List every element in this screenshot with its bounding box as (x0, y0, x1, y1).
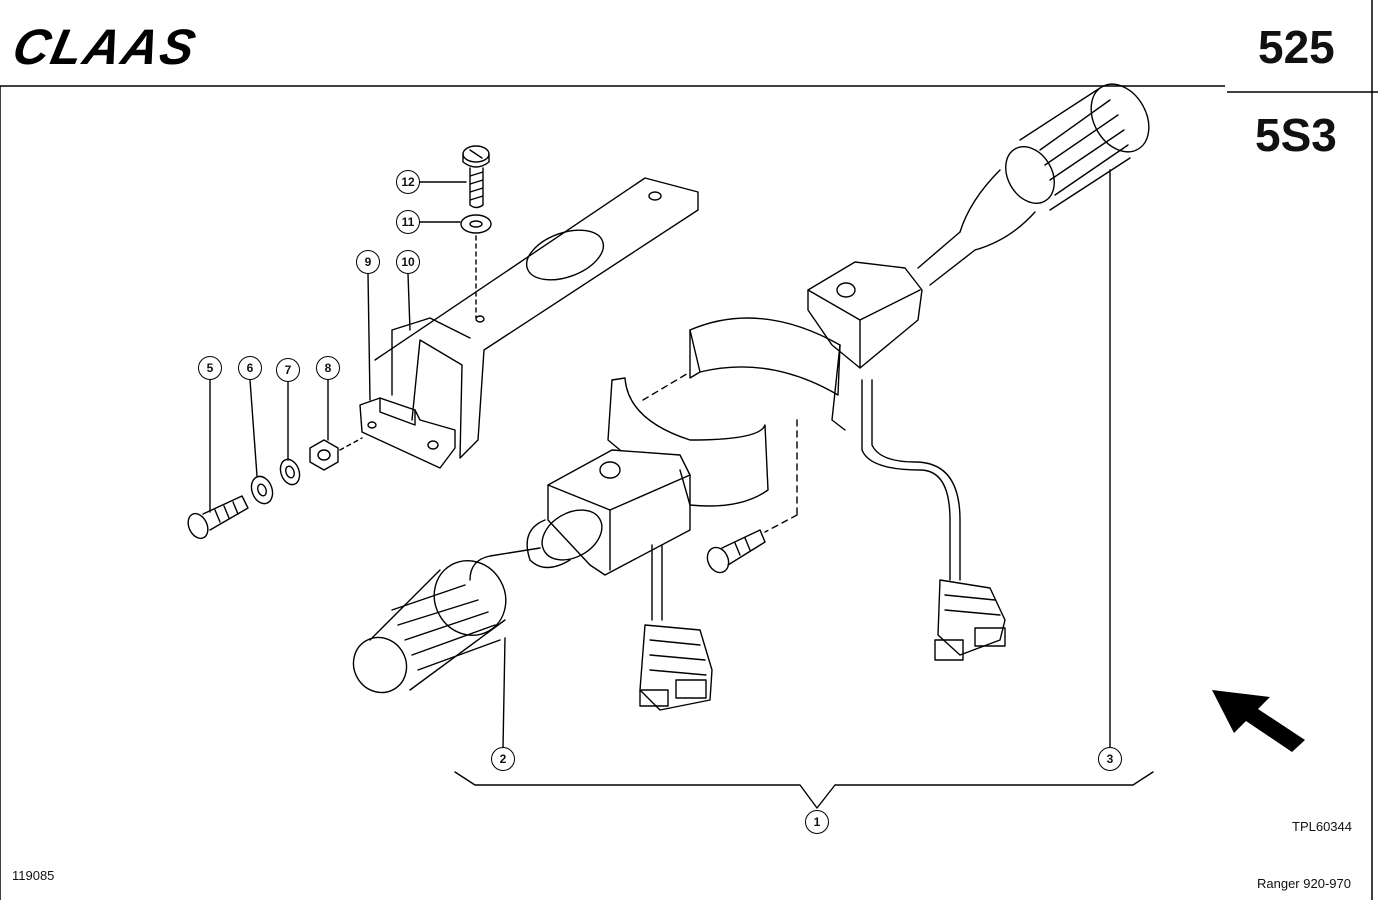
center-screw (706, 529, 766, 574)
bracket-plate (359, 177, 699, 469)
brand-logo: CLAAS (8, 19, 203, 75)
section-code: 525 (1258, 21, 1335, 73)
callout-8: 8 (316, 356, 340, 380)
left-switch-body (352, 377, 769, 694)
screw-12 (462, 145, 490, 209)
callout-2: 2 (491, 747, 515, 771)
callout-11: 11 (396, 210, 420, 234)
screw-5 (187, 495, 249, 540)
drawing-ref: TPL60344 (1292, 819, 1352, 834)
right-switch-body (689, 83, 1150, 431)
callout-12: 12 (396, 170, 420, 194)
callout-6: 6 (238, 356, 262, 380)
callout-5: 5 (198, 356, 222, 380)
model-range: Ranger 920-970 (1257, 876, 1351, 891)
callout-10: 10 (396, 250, 420, 274)
left-connector (639, 544, 713, 711)
callout-3: 3 (1098, 747, 1122, 771)
washer-11 (460, 214, 492, 234)
right-connector (861, 379, 1006, 661)
callout-9: 9 (356, 250, 380, 274)
washer-6 (250, 475, 274, 505)
nut-8 (309, 439, 339, 471)
arrow-up-left-icon (1212, 690, 1305, 752)
page-ref: 119085 (12, 868, 55, 883)
callout-1: 1 (805, 810, 829, 834)
group-code: 5S3 (1255, 109, 1337, 161)
washer-7 (279, 458, 301, 486)
callout-7: 7 (276, 358, 300, 382)
